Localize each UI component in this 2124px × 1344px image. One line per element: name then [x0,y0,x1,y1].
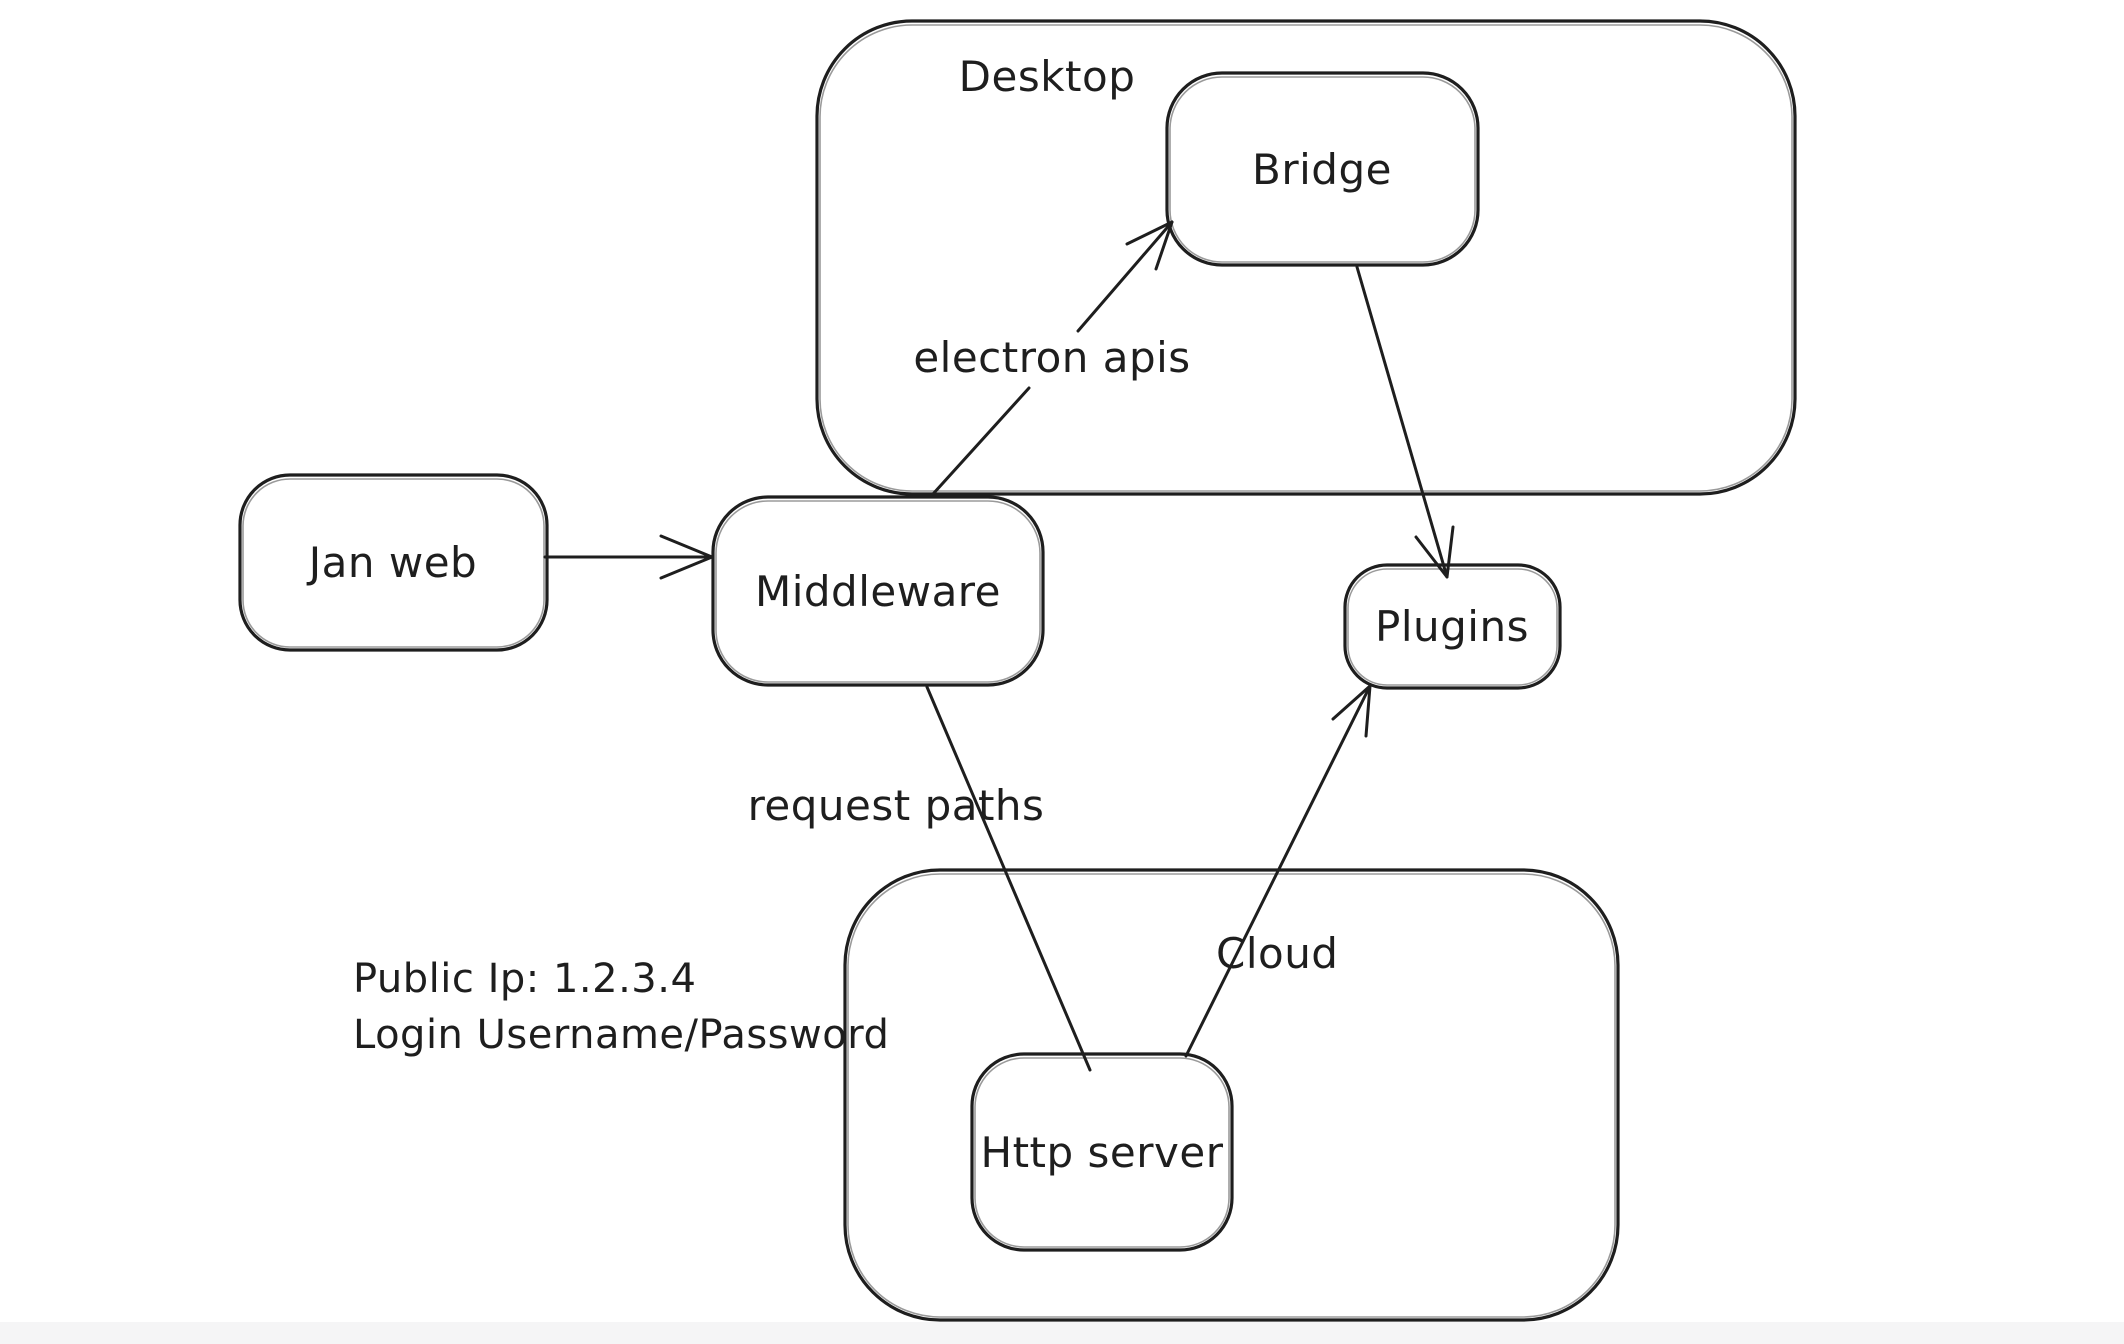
bridge-label: Bridge [1252,145,1392,194]
cloud-container-label[interactable]: Cloud [1216,929,1338,978]
desktop-container-sketch-stroke [819,24,1793,492]
cloud-container-sketch-stroke [847,873,1616,1318]
jan-web-label: Jan web [306,538,477,587]
node-middleware[interactable]: Middleware [711,495,1045,687]
plugins-label: Plugins [1375,602,1529,651]
http-server-label: Http server [981,1128,1224,1177]
edge-httpserver-plugins-line [1184,684,1372,1058]
edge-label-request-paths[interactable]: request paths [748,781,1045,830]
http-server-sketch-stroke [974,1057,1230,1248]
plugins-box [1343,563,1562,690]
desktop-container-border [815,19,1797,496]
edge-bridge-plugins-line [1355,265,1449,579]
note-line-login: Login Username/Password [353,1012,889,1058]
edge-bridge-plugins-arrowhead [1414,525,1455,579]
edge-middleware-to-httpserver[interactable] [925,685,1092,1072]
http-server-box [970,1052,1234,1252]
container-desktop[interactable]: Desktop [815,19,1797,496]
node-bridge[interactable]: Bridge [1165,71,1480,267]
jan-web-sketch-stroke [242,478,545,648]
edge-middleware-to-bridge[interactable] [931,220,1174,496]
edge-middleware-bridge-line [931,220,1174,496]
edge-middleware-bridge-arrowhead [1125,220,1174,271]
node-http-server[interactable]: Http server [970,1052,1234,1252]
bridge-box [1165,71,1480,267]
note-line-public-ip: Public Ip: 1.2.3.4 [353,956,696,1002]
node-plugins[interactable]: Plugins [1343,563,1562,690]
edge-middleware-httpserver-line [925,685,1092,1072]
middleware-sketch-stroke [715,500,1041,683]
edge-label-electron-apis[interactable]: electron apis [913,333,1190,382]
note-public-ip-login[interactable]: Public Ip: 1.2.3.4 Login Username/Passwo… [353,956,889,1058]
bridge-sketch-stroke [1169,76,1476,263]
middleware-label: Middleware [755,567,1001,616]
canvas-bottom-strip [0,1322,2124,1344]
middleware-box [711,495,1045,687]
container-cloud[interactable] [843,868,1620,1322]
edge-bridge-to-plugins[interactable] [1355,265,1455,579]
node-jan-web[interactable]: Jan web [238,473,549,652]
desktop-container-label: Desktop [959,52,1136,101]
plugins-sketch-stroke [1347,568,1558,686]
cloud-container-border [843,868,1620,1322]
jan-web-box [238,473,549,652]
